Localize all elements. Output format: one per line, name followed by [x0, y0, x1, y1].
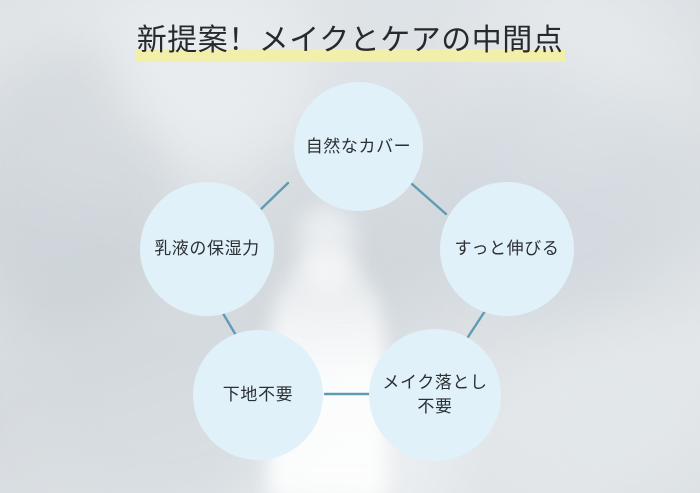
title-highlight-marker	[134, 49, 566, 62]
node-circle-top[interactable]: 自然なカバー	[294, 82, 423, 211]
node-circle-bottom-left[interactable]: 下地不要	[193, 330, 323, 460]
connector-right-to-bottomright	[466, 309, 487, 339]
connector-top-to-right	[410, 182, 448, 216]
node-circle-left[interactable]: 乳液の保湿力	[140, 182, 274, 316]
node-label-top: 自然なカバー	[305, 136, 412, 156]
node-circle-right[interactable]: すっと伸びる	[440, 182, 574, 316]
slide-title-text: 新提案！メイクとケアの中間点	[136, 24, 564, 57]
node-label-right: すっと伸びる	[454, 239, 560, 258]
connector-left-to-bottomleft	[219, 308, 239, 339]
node-label-left: 乳液の保湿力	[154, 239, 260, 258]
node-label-bottom-right: メイク落とし 不要	[382, 373, 488, 416]
node-label-bottom-left: 下地不要	[222, 385, 294, 404]
connector-left-to-top	[256, 181, 290, 214]
background-blur-blob	[120, 0, 320, 150]
node-circle-bottom-right[interactable]: メイク落とし 不要	[369, 329, 501, 461]
slide-title: 新提案！メイクとケアの中間点	[133, 21, 567, 62]
slide-title-container: 新提案！メイクとケアの中間点	[0, 21, 700, 62]
